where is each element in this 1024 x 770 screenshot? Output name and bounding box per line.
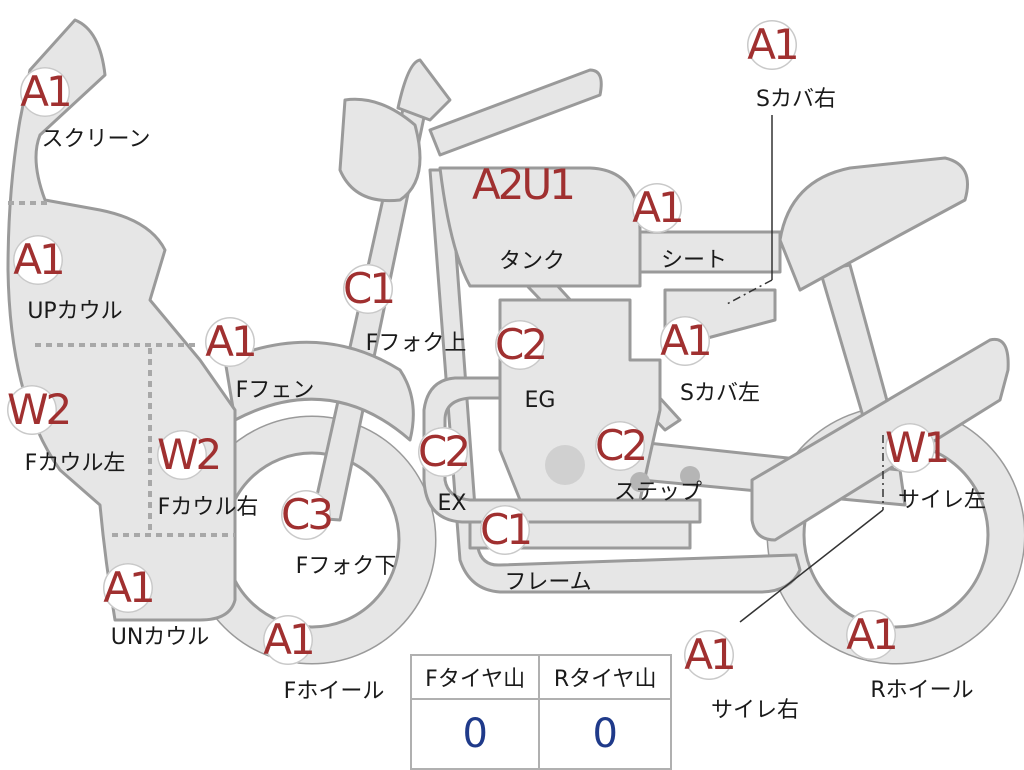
part-label-un-cowl: UNカウル (110, 625, 210, 650)
table-row: 0 0 (409, 698, 672, 770)
part-label-step: ステップ (613, 480, 703, 505)
front-tread-value: 0 (409, 698, 541, 770)
part-code-f-cowl-left: W2 (7, 385, 72, 435)
part-code-r-wheel: A1 (846, 610, 899, 660)
part-code-screen: A1 (20, 67, 73, 117)
part-label-f-wheel: Fホイール (283, 679, 385, 704)
part-label-r-wheel: Rホイール (870, 678, 974, 703)
part-label-screen: スクリーン (41, 127, 151, 152)
part-code-f-fork-lower: C3 (281, 490, 334, 540)
part-code-un-cowl: A1 (103, 563, 156, 613)
part-label-f-fork-lower: Fフォク下 (295, 554, 397, 579)
part-label-engine: EG (524, 388, 556, 413)
part-code-seat: A1 (632, 183, 685, 233)
part-code-frame: C1 (480, 505, 533, 555)
rear-tread-header: Rタイヤ山 (538, 654, 672, 700)
part-code-muffler-left: W1 (885, 423, 950, 473)
part-code-tank: A2U1 (472, 160, 576, 209)
part-label-muffler-left: サイレ左 (897, 488, 987, 513)
part-code-engine: C2 (495, 320, 548, 370)
part-label-f-fender: Fフェン (235, 378, 315, 403)
part-label-muffler-right: サイレ右 (710, 698, 800, 723)
part-label-tank: タンク (498, 249, 566, 274)
part-code-f-fender: A1 (205, 317, 258, 367)
front-tread-header: Fタイヤ山 (409, 654, 541, 700)
part-code-f-cowl-right: W2 (157, 430, 222, 480)
part-code-s-cover-left: A1 (660, 316, 713, 366)
part-code-f-fork-upper: C1 (343, 264, 396, 314)
part-label-f-cowl-left: Fカウル左 (24, 451, 126, 476)
part-label-f-fork-upper: Fフォク上 (365, 331, 467, 356)
part-code-muffler-right: A1 (684, 630, 737, 680)
part-code-exhaust: C2 (418, 427, 471, 477)
table-header-row: Fタイヤ山 Rタイヤ山 (409, 654, 672, 700)
part-code-s-cover-right: A1 (747, 20, 800, 70)
part-code-f-wheel: A1 (263, 615, 316, 665)
part-label-up-cowl: UPカウル (27, 299, 123, 324)
part-label-exhaust: EX (437, 491, 467, 516)
part-label-s-cover-left: Sカバ左 (680, 381, 760, 406)
part-label-f-cowl-right: Fカウル右 (157, 495, 259, 520)
part-label-seat: シート (660, 248, 728, 273)
part-code-up-cowl: A1 (13, 235, 66, 285)
tire-tread-table: Fタイヤ山 Rタイヤ山 0 0 (409, 654, 672, 770)
part-code-step: C2 (595, 421, 648, 471)
rear-tread-value: 0 (538, 698, 672, 770)
part-label-s-cover-right: Sカバ右 (756, 87, 836, 112)
part-label-frame: フレーム (504, 570, 592, 595)
